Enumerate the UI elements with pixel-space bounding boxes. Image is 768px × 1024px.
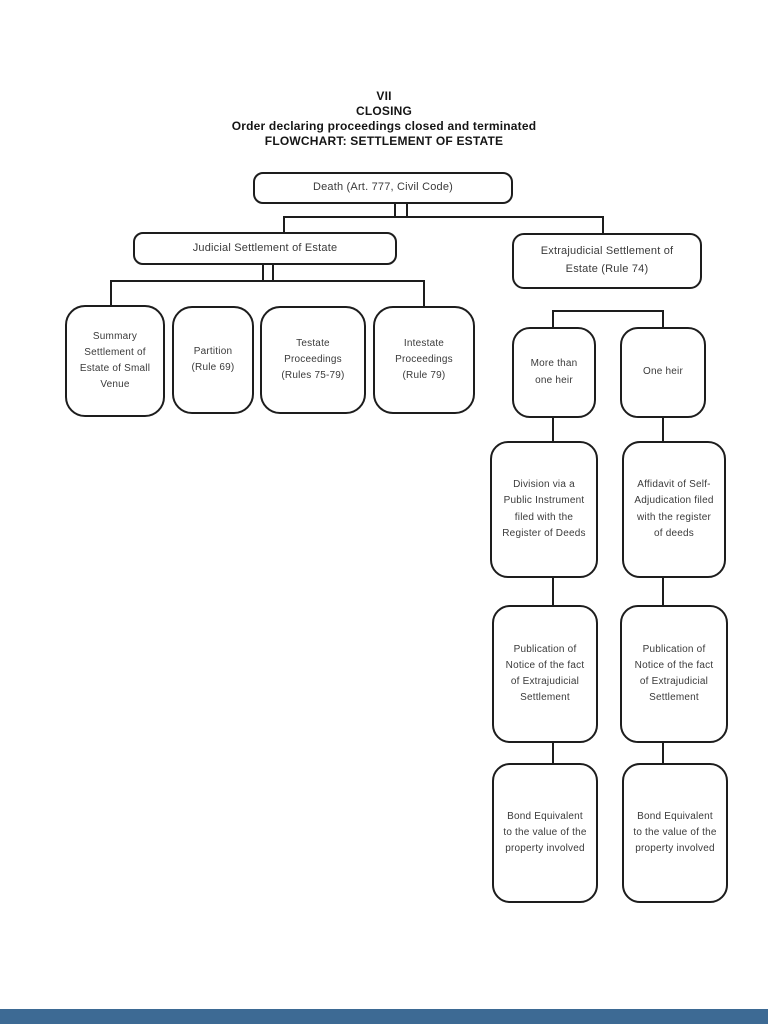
edge-drop-to-judicial <box>283 216 285 233</box>
edge-more-heirs-to-division <box>552 417 554 442</box>
node-partition: Partition (Rule 69) <box>172 306 254 414</box>
node-division-public-instrument: Division via a Public Instrument filed w… <box>490 441 598 578</box>
edge-publication-to-bond-right <box>662 741 664 764</box>
edge-division-to-publication <box>552 577 554 606</box>
node-bond-right: Bond Equivalent to the value of the prop… <box>622 763 728 903</box>
edge-drop-to-intestate <box>423 280 425 307</box>
edge-affidavit-to-publication <box>662 577 664 606</box>
node-death: Death (Art. 777, Civil Code) <box>253 172 513 204</box>
node-bond-left: Bond Equivalent to the value of the prop… <box>492 763 598 903</box>
node-publication-notice-right: Publication of Notice of the fact of Ext… <box>620 605 728 743</box>
edge-heirs-bridge <box>552 310 664 312</box>
edge-drop-to-more-heirs <box>552 310 554 328</box>
footer-bar <box>0 1009 768 1024</box>
edge-publication-to-bond-left <box>552 741 554 764</box>
edge-drop-to-one-heir <box>662 310 664 328</box>
edge-judicial-tick-2 <box>272 264 274 282</box>
edge-judicial-tick-1 <box>262 264 264 282</box>
node-affidavit-self-adjudication: Affidavit of Self-Adjudication filed wit… <box>622 441 726 578</box>
edge-death-split-bus <box>283 216 604 218</box>
node-summary-settlement: Summary Settlement of Estate of Small Ve… <box>65 305 165 417</box>
node-extrajudicial-settlement: Extrajudicial Settlement of Estate (Rule… <box>512 233 702 289</box>
header-closing: CLOSING <box>355 104 413 118</box>
edge-judicial-split-bus <box>110 280 425 282</box>
edge-one-heir-to-affidavit <box>662 417 664 442</box>
edge-drop-to-extrajudicial <box>602 216 604 234</box>
header-order-line: Order declaring proceedings closed and t… <box>231 119 537 133</box>
node-publication-notice-left: Publication of Notice of the fact of Ext… <box>492 605 598 743</box>
node-testate-proceedings: Testate Proceedings (Rules 75-79) <box>260 306 366 414</box>
node-intestate-proceedings: Intestate Proceedings (Rule 79) <box>373 306 475 414</box>
edge-drop-to-summary <box>110 280 112 306</box>
node-more-than-one-heir: More than one heir <box>512 327 596 418</box>
edge-death-tick-1 <box>394 203 396 217</box>
node-judicial-settlement: Judicial Settlement of Estate <box>133 232 397 265</box>
edge-death-tick-2 <box>406 203 408 217</box>
node-one-heir: One heir <box>620 327 706 418</box>
header-flowchart-title: FLOWCHART: SETTLEMENT OF ESTATE <box>264 134 504 148</box>
header-section-number: VII <box>376 89 392 103</box>
